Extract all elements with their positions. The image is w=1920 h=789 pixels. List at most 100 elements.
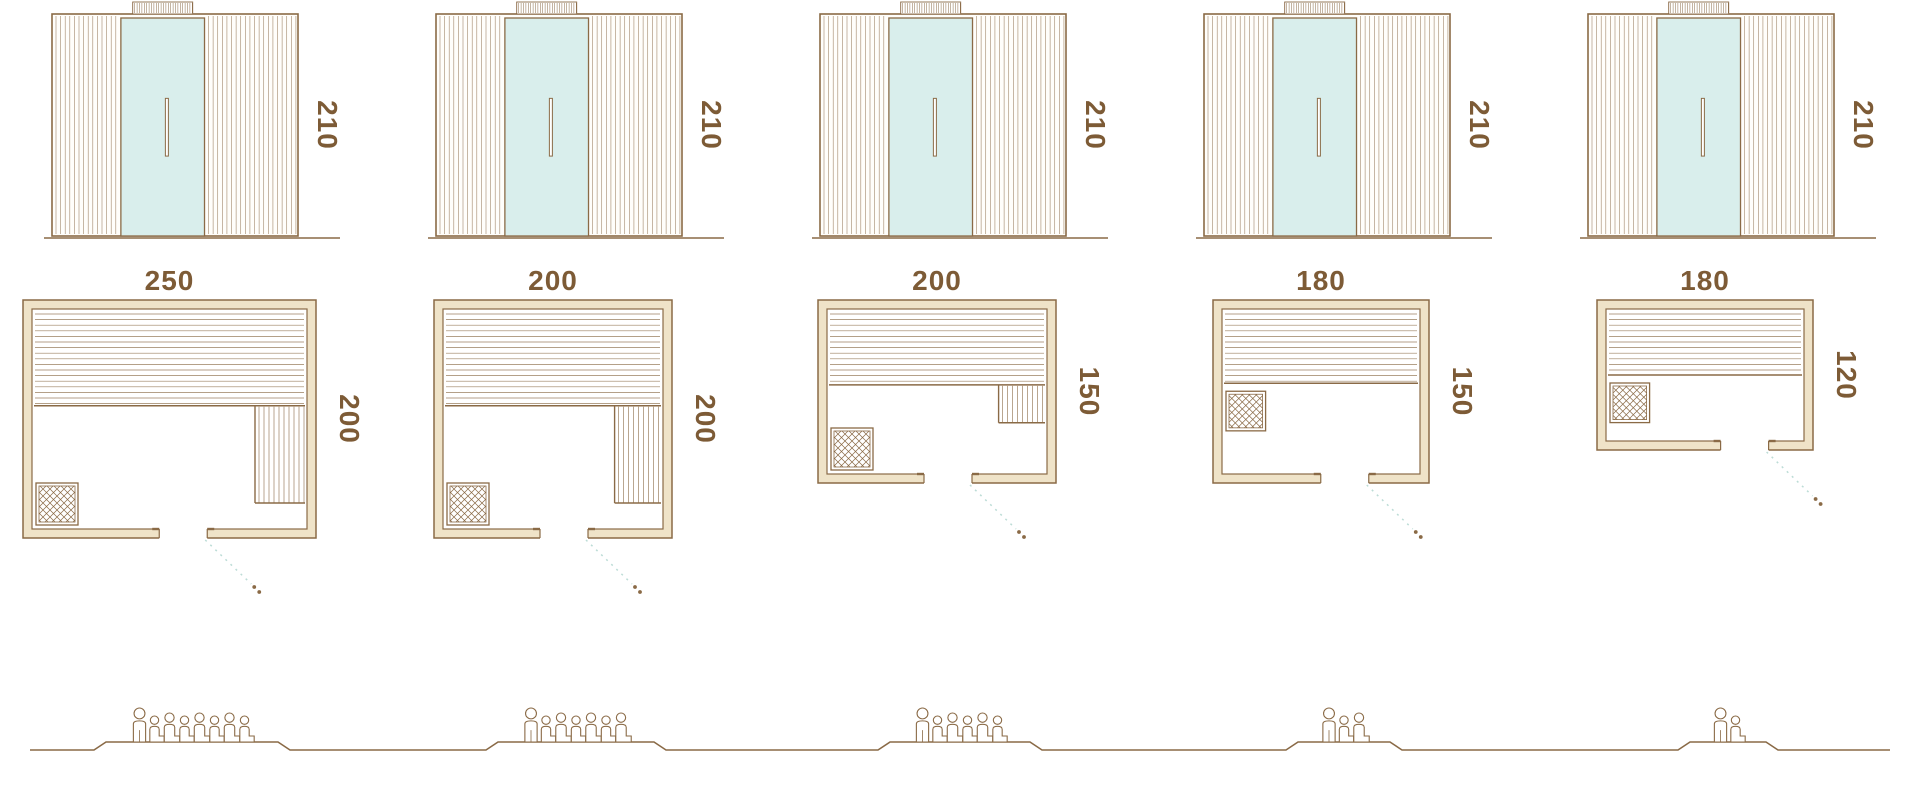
door-handle-dot xyxy=(633,585,637,589)
person-head xyxy=(947,712,958,723)
door-handle-icon xyxy=(932,97,937,157)
door-swing-line xyxy=(204,539,252,585)
person-body xyxy=(570,725,587,743)
elevation-drawing: 210 xyxy=(810,0,1110,252)
door-handle-dot xyxy=(256,590,261,594)
person-body xyxy=(615,723,632,743)
side-bench xyxy=(253,405,305,504)
plan-drawing: 200 200 xyxy=(428,266,724,602)
elevation-svg: 210 xyxy=(812,1,1110,239)
person-head xyxy=(224,712,235,723)
capacity-row xyxy=(30,707,1890,751)
elevation-svg: 210 xyxy=(428,1,726,239)
plan-svg: 180 150 xyxy=(1212,266,1478,539)
person-head xyxy=(133,707,146,720)
glass-door xyxy=(888,17,974,237)
capacity-group-4 xyxy=(1322,707,1370,743)
sauna-column-2: 210 200 200 xyxy=(384,0,768,602)
person-body xyxy=(932,725,948,743)
person-head xyxy=(992,715,1003,725)
door-handle-dot xyxy=(1818,502,1823,506)
door-opening xyxy=(1320,473,1369,485)
person-head xyxy=(239,715,250,725)
person-head xyxy=(962,715,973,725)
back-bench xyxy=(33,313,305,407)
person-body xyxy=(946,723,964,743)
height-label: 210 xyxy=(696,100,726,150)
person-body xyxy=(209,725,225,743)
person-body xyxy=(1338,725,1355,743)
glass-door xyxy=(1656,17,1742,237)
person-head xyxy=(1339,715,1349,725)
person-head xyxy=(164,712,175,723)
person-head xyxy=(1714,707,1727,720)
door-handle-dot xyxy=(1418,535,1423,539)
person-body xyxy=(962,725,978,743)
heater xyxy=(34,482,79,526)
person-body xyxy=(223,723,241,743)
door-handle-icon xyxy=(1316,97,1321,157)
heater xyxy=(1609,382,1651,424)
person-head xyxy=(525,707,537,720)
elevation-svg: 210 xyxy=(1196,1,1494,239)
person-head xyxy=(555,712,567,723)
plan-svg: 200 200 xyxy=(433,266,721,594)
width-label: 200 xyxy=(528,266,578,296)
person-head xyxy=(977,712,988,723)
door-swing-line xyxy=(585,539,633,585)
back-bench xyxy=(1224,313,1418,384)
capacity-group-2 xyxy=(524,707,632,743)
door-handle-dot xyxy=(1813,497,1818,501)
elevation-svg: 210 xyxy=(1580,1,1878,239)
height-label: 210 xyxy=(1848,100,1878,150)
person-body xyxy=(540,725,557,743)
person-body xyxy=(600,725,617,743)
width-label: 180 xyxy=(1296,266,1346,296)
back-bench xyxy=(445,313,661,407)
person-body xyxy=(976,723,994,743)
capacity-group-5 xyxy=(1713,707,1746,743)
person-head xyxy=(571,715,581,725)
depth-label: 200 xyxy=(690,394,721,444)
side-bench xyxy=(613,405,661,504)
person-head xyxy=(1323,707,1335,720)
person-head xyxy=(149,715,160,725)
person-body xyxy=(239,725,255,743)
door-handle-dot xyxy=(1017,530,1021,534)
door-handle-dot xyxy=(1022,535,1026,539)
depth-label: 150 xyxy=(1447,367,1478,417)
ground-line xyxy=(30,741,1890,751)
elevation-drawing: 210 xyxy=(42,0,342,252)
door-handle-icon xyxy=(1700,97,1705,157)
person-body xyxy=(149,725,165,743)
height-label: 210 xyxy=(1464,100,1494,150)
person-head xyxy=(1730,715,1741,725)
person-head xyxy=(209,715,220,725)
door-opening xyxy=(158,528,207,540)
person-head xyxy=(179,715,190,725)
person-body xyxy=(1353,723,1370,743)
plan-drawing: 180 150 xyxy=(1207,266,1481,547)
person-body xyxy=(585,723,602,743)
person-body xyxy=(992,725,1008,743)
elevation-drawing: 210 xyxy=(426,0,726,252)
back-bench xyxy=(1608,313,1802,376)
door-handle-dot xyxy=(1413,530,1418,534)
person-body xyxy=(163,723,181,743)
depth-label: 200 xyxy=(334,394,365,444)
depth-label: 150 xyxy=(1074,367,1105,417)
sauna-column-4: 210 180 150 xyxy=(1152,0,1536,602)
glass-door xyxy=(1272,17,1358,237)
person-body xyxy=(555,723,572,743)
capacity-group-3 xyxy=(915,707,1008,743)
height-label: 210 xyxy=(1080,100,1110,150)
door-opening xyxy=(540,528,588,540)
